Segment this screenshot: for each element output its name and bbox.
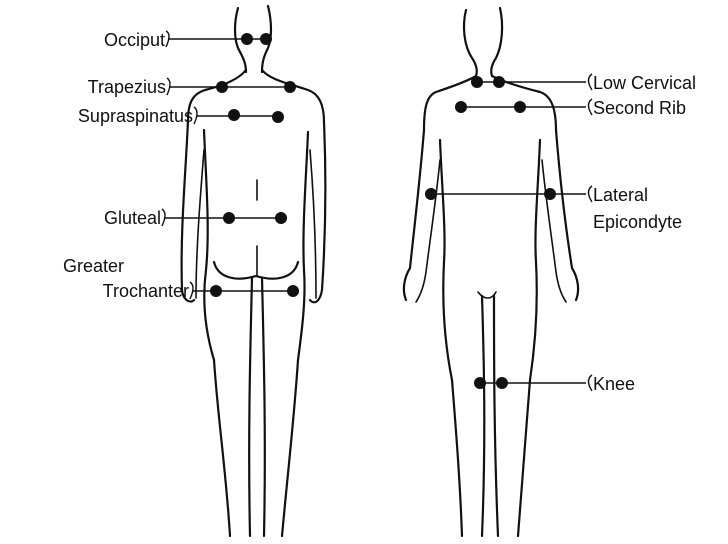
second-rib-right-dot [514, 101, 526, 113]
front-second-rib-marker: Second Rib [455, 98, 686, 118]
lateral-epicondyle-left-dot [425, 188, 437, 200]
lateral-epicondyle-right-dot [544, 188, 556, 200]
low-cervical-bracket [589, 74, 593, 90]
front-left-arm-outer [404, 130, 424, 300]
greater-trochanter-label-line1: Greater [63, 256, 124, 276]
back-left-arm-outer [182, 120, 194, 302]
supraspinatus-label: Supraspinatus [78, 106, 193, 126]
lateral-epicondyle-bracket [589, 186, 593, 202]
low-cervical-right-dot [493, 76, 505, 88]
greater-trochanter-left-dot [210, 285, 222, 297]
front-lateral-epicondyle-marker: Lateral Epicondyte [425, 185, 682, 232]
back-right-shoulder [262, 70, 324, 122]
front-right-arm-outer [556, 130, 578, 300]
back-left-arm-inner [196, 150, 204, 298]
gluteal-label: Gluteal [104, 208, 161, 228]
back-occiput-marker: Occiput [104, 30, 272, 50]
front-left-shoulder [424, 76, 476, 130]
front-right-arm-inner [542, 160, 566, 302]
trapezius-left-dot [216, 81, 228, 93]
back-right-leg-inner [262, 278, 265, 536]
front-head-right [491, 8, 502, 76]
occiput-right-dot [260, 33, 272, 45]
back-supraspinatus-marker: Supraspinatus [78, 106, 284, 126]
front-low-cervical-marker: Low Cervical [471, 73, 696, 93]
back-left-torso [204, 130, 214, 360]
front-head-left [464, 10, 477, 76]
trapezius-right-dot [284, 81, 296, 93]
front-right-leg-inner [494, 296, 498, 536]
low-cervical-left-dot [471, 76, 483, 88]
back-right-leg-outer [282, 360, 298, 536]
back-gluteal-marker: Gluteal [104, 208, 287, 228]
back-right-arm-outer [310, 122, 325, 302]
front-right-torso [530, 140, 540, 380]
knee-right-dot [496, 377, 508, 389]
back-right-torso [298, 132, 308, 360]
supraspinatus-right-dot [272, 111, 284, 123]
front-right-leg-outer [518, 380, 530, 536]
low-cervical-label: Low Cervical [593, 73, 696, 93]
occiput-left-dot [241, 33, 253, 45]
back-view-figure [182, 6, 326, 536]
second-rib-bracket [589, 99, 593, 115]
gluteal-left-dot [223, 212, 235, 224]
trapezius-label: Trapezius [88, 77, 166, 97]
back-left-leg-outer [214, 360, 230, 536]
gluteal-right-dot [275, 212, 287, 224]
front-left-torso [440, 140, 452, 380]
lateral-epicondyle-label-line1: Lateral [593, 185, 648, 205]
back-trapezius-marker: Trapezius [88, 77, 296, 97]
second-rib-label: Second Rib [593, 98, 686, 118]
second-rib-left-dot [455, 101, 467, 113]
occiput-label: Occiput [104, 30, 165, 50]
front-left-leg-inner [482, 296, 484, 536]
lateral-epicondyle-label-line2: Epicondyte [593, 212, 682, 232]
back-left-leg-inner [249, 278, 252, 536]
back-buttocks-line [214, 262, 298, 279]
knee-bracket [589, 375, 593, 391]
knee-label: Knee [593, 374, 635, 394]
back-right-arm-inner [310, 150, 316, 298]
greater-trochanter-label-line2: Trochanter [103, 281, 189, 301]
front-knee-marker: Knee [474, 374, 635, 394]
knee-left-dot [474, 377, 486, 389]
front-view-figure [404, 8, 578, 536]
front-left-leg-outer [452, 380, 462, 536]
greater-trochanter-right-dot [287, 285, 299, 297]
supraspinatus-left-dot [228, 109, 240, 121]
